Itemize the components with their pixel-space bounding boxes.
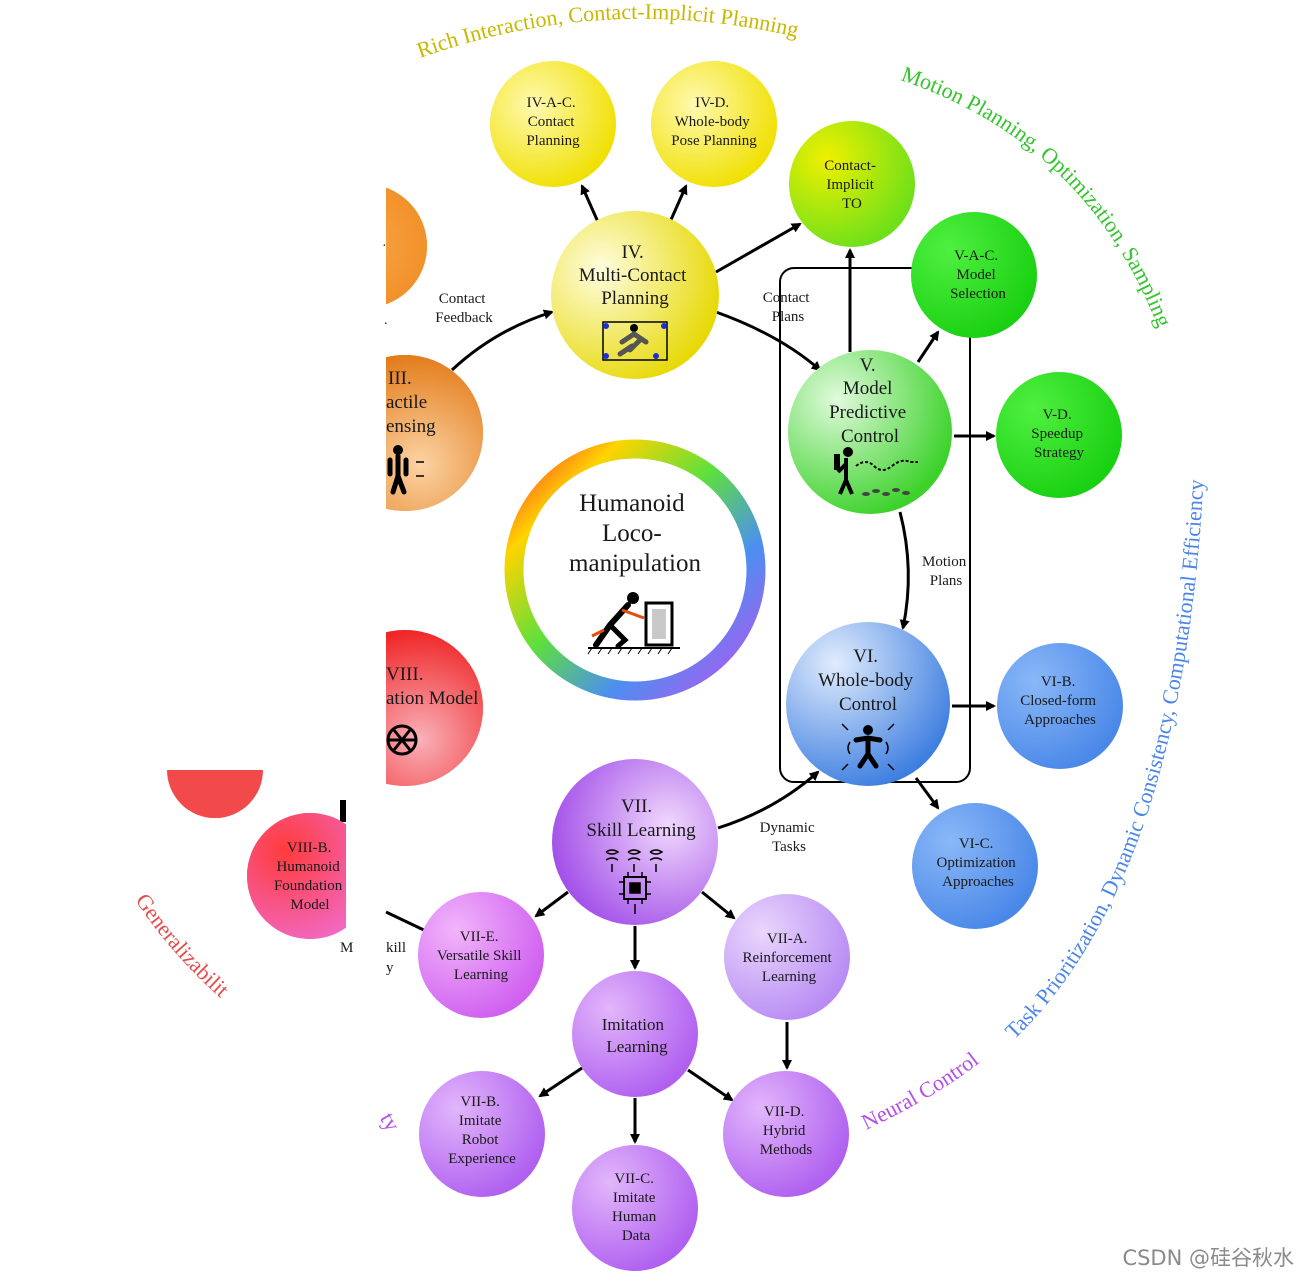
node-vii-d-hybrid-methods: VII-D. Hybrid Methods [723,1071,849,1197]
edge-vii-to-vii-e [534,890,569,918]
arc-label-rich-interaction: Rich Interaction, Contact-Implicit Plann… [413,0,801,63]
center-node-humanoid-loco-manipulation: Humanoid Loco- manipulation [504,439,766,701]
node-iv-ac-contact-planning: IV-A-C. Contact Planning [490,61,616,187]
svg-text:Imitation Learning: Imitation Learning [602,1015,669,1056]
edge-label-contact-feedback: Contact Feedback [435,291,493,326]
tactile-humanoid-icon [387,445,424,495]
edge-label-motion-plans: Motion Plans [922,554,970,589]
node-iv-multi-contact-planning: IV. Multi-Contact Planning [551,211,719,379]
node-vii-a-reinforcement-learning: VII-A. Reinforcement Learning [724,894,850,1020]
node-iv-d-whole-body-pose-planning: IV-D. Whole-body Pose Planning [651,61,777,187]
node-vii-c-imitate-human-data: VII-C. Imitate Human Data [572,1145,698,1271]
svg-text:Contact- Implicit: Contact- Implicit TO [824,158,879,212]
svg-text:V-D. Speedup Strat: V-D. Speedup Strategy [1031,407,1086,461]
svg-text:V. Model Predictiv: V. Model Predictive Control [829,355,911,447]
walking-trajectory-icon [834,447,918,496]
node-viii-text: VIII. ation Model [386,664,478,756]
edge-label-contact-plans: Contact Plans [763,290,813,325]
node-vii-b-imitate-robot-experience: VII-B. Imitate Robot Experience [419,1071,545,1197]
arc-label-partial-ty: ty [375,1108,405,1135]
node-viii-b-text: VIII-B. Humanoid Foundation Model [274,840,346,913]
edge-il-to-vii-b [538,1066,583,1098]
svg-text:VII-A. Reinforcement: VII-A. Reinforcement Learning [743,931,836,985]
svg-text:VI-C. Optimization: VI-C. Optimization Approaches [937,836,1020,890]
edge-iv-to-cito [715,222,802,274]
svg-text:V-A-C. Model Selec: V-A-C. Model Selection [950,248,1006,302]
humanoid-pushing-box-icon [587,592,680,655]
edge-v-to-v-ac [916,330,940,363]
edge-label-dynamic-tasks: Dynamic Tasks [760,820,819,855]
node-vii-skill-learning: VII. Skill Learning [552,759,718,925]
svg-text:III. actile ensing: III. actile ensing [386,368,436,437]
edge-v-to-vi [898,511,910,630]
node-contact-implicit-to: Contact- Implicit TO [789,121,915,247]
node-vi-c-optimization-approaches: VI-C. Optimization Approaches [912,803,1038,929]
node-vii-e-versatile-skill-learning: VII-E. Versatile Skill Learning [418,892,544,1018]
edge-iv-to-v [715,310,822,372]
svg-text:IV-A-C. Contact Pl: IV-A-C. Contact Planning [526,95,580,149]
edges [385,184,996,1144]
svg-text:VIII. ation Model: VIII. ation Model [386,664,478,709]
edge-partial-left [385,910,429,934]
svg-text:VII-E. Versatile Skill: VII-E. Versatile Skill Learning [437,929,525,983]
edge-iv-to-iv-d [668,184,688,223]
svg-text:VII. Skill Learning: VII. Skill Learning [586,796,696,841]
edge-iii-to-iv [450,309,554,372]
multi-contact-figure-icon [602,321,668,361]
edge-vii-to-vii-a [701,890,736,920]
edge-il-to-vii-d [687,1068,734,1102]
node-iii-text: III. actile ensing . · [382,239,436,495]
svg-text:VI-B. Closed-form: VI-B. Closed-form Approaches [1020,674,1100,728]
center-title: Humanoid Loco- manipulation [569,490,701,577]
node-vi-whole-body-control: VI. Whole-body Control [786,622,950,786]
node-v-model-predictive-control: V. Model Predictive Control [788,350,952,514]
svg-text:VII-B. Imitate Rob: VII-B. Imitate Robot Experience [448,1094,516,1167]
arc-label-generalizability: Generalizabilit [131,889,234,1002]
svg-text:IV-D. Whole-body P: IV-D. Whole-body Pose Planning [671,95,757,149]
svg-text:VI. Whole-body Con: VI. Whole-body Control [818,646,918,715]
svg-text:VIII-B. Humanoid F: VIII-B. Humanoid Foundation Model [274,840,346,913]
watermark-text: CSDN @硅谷秋水 [1122,1246,1294,1270]
edge-label-partial-left: M kill y [340,940,410,976]
svg-text:·: · [382,239,387,254]
node-v-d-speedup-strategy: V-D. Speedup Strategy [996,372,1122,498]
svg-text:IV. Multi-Contact: IV. Multi-Contact Planning [579,242,691,309]
whole-body-figure-icon [841,723,895,771]
edge-vii-to-vi [717,770,820,830]
svg-text:VII-C. Imitate Hum: VII-C. Imitate Human Data [612,1171,660,1244]
node-imitation-learning: Imitation Learning [572,971,698,1097]
svg-text:VII-D. Hybrid Meth: VII-D. Hybrid Methods [760,1104,813,1158]
svg-text:.: . [384,313,388,328]
node-v-ac-model-selection: V-A-C. Model Selection [911,212,1037,338]
openai-logo-icon [386,724,418,756]
arc-label-neural-control: Neural Control [857,1047,983,1135]
node-vi-b-closed-form-approaches: VI-B. Closed-form Approaches [997,643,1123,769]
edge-iv-to-iv-ac [580,184,600,223]
neural-chip-icon [605,849,664,914]
